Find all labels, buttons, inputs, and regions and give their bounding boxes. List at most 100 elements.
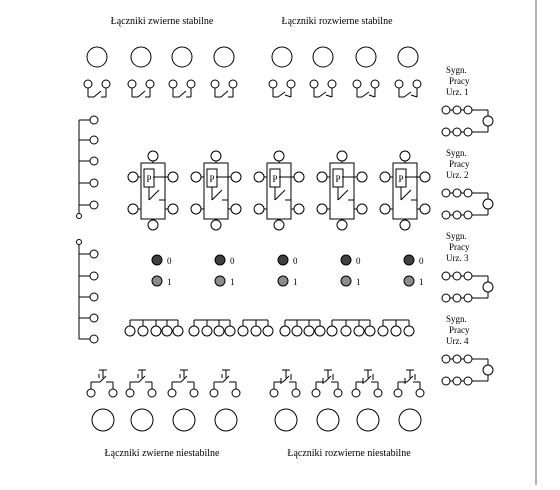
signal-4-line-3: Urz. 4 [446, 336, 469, 346]
terminal [210, 219, 222, 231]
unstable-no-switch-4[interactable] [209, 369, 241, 432]
terminal [101, 79, 111, 89]
terminal [125, 388, 135, 398]
stable-nc-switch-3[interactable] [352, 46, 380, 98]
wire [277, 91, 286, 98]
signal-output-4 [441, 354, 494, 386]
terminal [390, 325, 402, 337]
terminal [452, 271, 462, 281]
terminal [137, 325, 149, 337]
switch-button [214, 408, 238, 432]
unstable-no-switch-1[interactable] [86, 369, 118, 432]
signal-label-2: Sygn. Pracy Urz. 2 [446, 148, 470, 180]
terminal [273, 219, 285, 231]
unstable-nc-switch-3[interactable] [351, 369, 383, 432]
terminal [172, 325, 184, 337]
terminal [351, 388, 361, 398]
terminal [147, 388, 157, 398]
terminal [316, 203, 328, 215]
terminal [161, 325, 173, 337]
signal-2-line-2: Pracy [449, 159, 470, 169]
switch-button [130, 46, 152, 68]
terminal [237, 325, 249, 337]
stable-nc-title: Łączniki rozwierne stabilne [281, 16, 393, 27]
switch-button [398, 408, 422, 432]
terminal [186, 79, 196, 89]
wire [148, 189, 160, 201]
terminal [452, 376, 462, 386]
relay-module-5[interactable]: P01 [379, 150, 431, 287]
terminal [190, 203, 202, 215]
wire [364, 375, 372, 383]
terminal [253, 203, 265, 215]
terminal [127, 203, 139, 215]
terminal [326, 325, 338, 337]
wire [180, 375, 188, 383]
terminal [269, 388, 279, 398]
terminal [463, 127, 473, 137]
terminal [231, 388, 241, 398]
terminal [89, 200, 99, 210]
unstable-no-switch-2[interactable] [125, 369, 157, 432]
switch-button [213, 46, 235, 68]
unstable-nc-title: Łączniki rozwierne niestabilne [287, 448, 411, 459]
stable-nc-switch-2[interactable] [309, 46, 337, 98]
unstable-nc-switch-1[interactable] [269, 369, 301, 432]
signal-output-3 [441, 271, 494, 303]
bus-terminal-group-6 [377, 319, 415, 337]
terminal [168, 79, 178, 89]
signal-1-line-3: Urz. 1 [446, 87, 469, 97]
signal-1-line-1: Sygn. [446, 65, 467, 75]
terminal [230, 171, 242, 183]
stable-no-switch-2[interactable] [127, 46, 155, 98]
switch-button [172, 408, 196, 432]
terminal [353, 325, 365, 337]
terminal [145, 79, 155, 89]
relay-module-4[interactable]: P01 [316, 150, 368, 287]
wire [178, 90, 187, 98]
unstable-no-switch-3[interactable] [167, 369, 199, 432]
terminal [167, 203, 179, 215]
lamp-off [151, 254, 163, 266]
wire [220, 90, 229, 98]
terminal [86, 388, 96, 398]
stable-nc-switch-1[interactable] [268, 46, 296, 98]
stable-no-switch-3[interactable] [168, 46, 196, 98]
signal-1-line-2: Pracy [449, 76, 470, 86]
relay-module-2[interactable]: P01 [190, 150, 242, 287]
bus-terminal-group-3 [237, 319, 274, 337]
terminal [419, 171, 431, 183]
unstable-nc-switch-2[interactable] [311, 369, 343, 432]
terminal [441, 105, 451, 115]
switch-button [271, 46, 293, 68]
relay-coil-label: P [272, 174, 277, 184]
wire [318, 91, 327, 98]
wire [284, 94, 292, 98]
terminal [147, 150, 159, 162]
wire [325, 94, 333, 98]
stable-no-title: Łączniki zwierne stabilne [111, 16, 214, 27]
stable-nc-switch-4[interactable] [394, 46, 422, 98]
bus-terminal-group-1 [124, 319, 184, 337]
bus-terminal-group-5 [326, 319, 376, 337]
wire [337, 189, 349, 201]
terminal [89, 135, 99, 145]
terminal [463, 354, 473, 364]
signal-4-line-1: Sygn. [446, 314, 467, 324]
terminal [356, 171, 368, 183]
wire [274, 189, 286, 201]
terminal [150, 325, 162, 337]
unstable-nc-switch-4[interactable] [393, 369, 425, 432]
relay-module-1[interactable]: P01 [127, 150, 179, 287]
terminal-strip-lower [76, 239, 99, 344]
terminal [394, 79, 404, 89]
stable-no-switch-1[interactable] [83, 46, 111, 98]
terminal [201, 325, 213, 337]
lamp-label-1: 1 [230, 277, 235, 287]
stable-no-switch-4[interactable] [210, 46, 238, 98]
relay-module-3[interactable]: P01 [253, 150, 305, 287]
switch-button [91, 408, 115, 432]
